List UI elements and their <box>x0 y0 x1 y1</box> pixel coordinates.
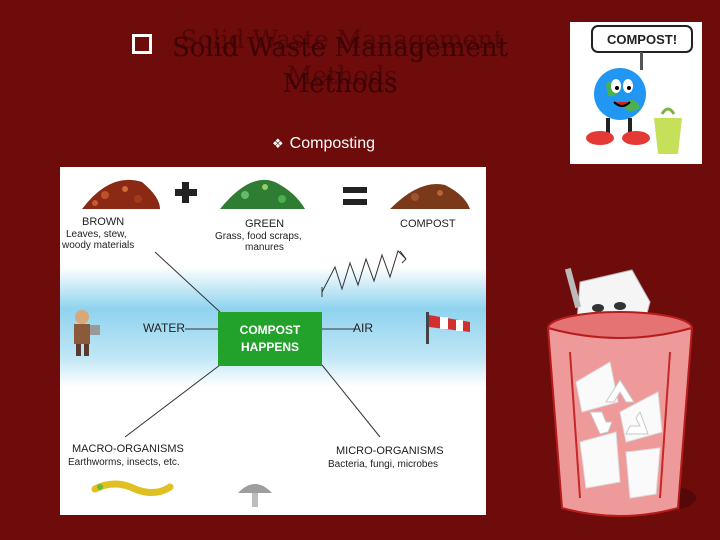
recycle-symbol-icon <box>589 379 649 435</box>
slide-title: Solid Waste Management Methods <box>171 33 509 99</box>
compost-mascot-image: COMPOST! <box>570 22 702 164</box>
windsock-icon <box>426 312 470 344</box>
brown-desc-1: Leaves, stew, <box>66 229 127 240</box>
green-pile-icon <box>220 179 305 209</box>
micro-heading: MICRO-ORGANISMS <box>336 445 444 457</box>
brown-desc-2: woody materials <box>61 240 134 251</box>
compost-pile-icon <box>390 184 470 209</box>
center-label-2: HAPPENS <box>241 340 299 354</box>
green-desc-2: manures <box>245 242 284 253</box>
recycle-bin-image <box>540 262 700 524</box>
mushroom-icon <box>238 484 272 507</box>
bullet-text: Composting <box>289 135 376 152</box>
equals-icon <box>343 187 367 205</box>
brown-pile-icon <box>82 179 160 209</box>
worm-icon <box>91 480 174 496</box>
compost-diagram: BROWN Leaves, stew, woody materials GREE… <box>60 167 486 515</box>
air-label: AIR <box>353 321 373 335</box>
micro-desc: Bacteria, fungi, microbes <box>328 459 438 470</box>
center-label-1: COMPOST <box>240 323 301 337</box>
green-desc-1: Grass, food scraps, <box>215 231 302 242</box>
compost-happens-box <box>218 312 322 366</box>
water-label: WATER <box>143 321 185 335</box>
macro-desc: Earthworms, insects, etc. <box>68 457 180 468</box>
diamond-bullet-icon: ❖ <box>272 136 284 151</box>
green-heading: GREEN <box>245 218 284 230</box>
compost-bin-icon <box>654 118 682 154</box>
compost-sign-text: COMPOST! <box>607 32 677 47</box>
title-shadow: Solid Waste Management Methods <box>180 25 504 90</box>
square-bullet-icon <box>130 32 154 56</box>
brown-heading: BROWN <box>82 216 124 228</box>
bullet-item: ❖ Composting <box>272 135 375 153</box>
compost-label: COMPOST <box>400 218 456 230</box>
plus-icon <box>175 182 197 203</box>
globe-character-icon <box>594 68 646 120</box>
person-watering-icon <box>74 310 100 356</box>
connector-lines <box>124 250 407 438</box>
macro-heading: MACRO-ORGANISMS <box>72 443 184 455</box>
